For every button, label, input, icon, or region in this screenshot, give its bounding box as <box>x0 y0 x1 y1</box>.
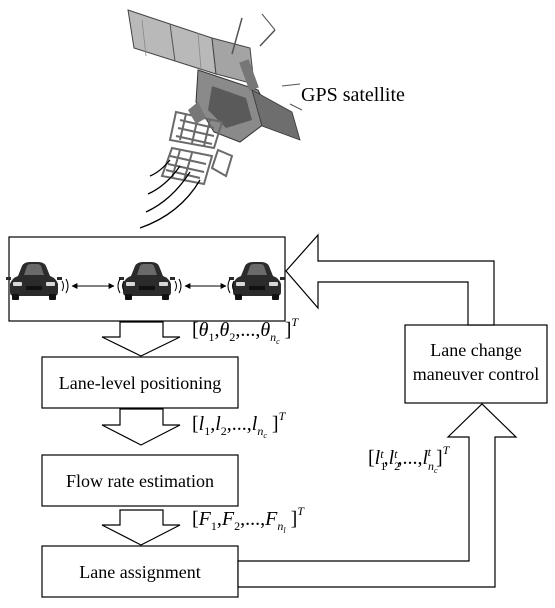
l-target-vector: [l1t,l2t,...,lnct ]T <box>368 443 451 475</box>
lane-level-positioning-label: Lane-level positioning <box>59 373 221 393</box>
l-vector: [l1,l2,...,lnc ]T <box>192 409 287 440</box>
lane-change-label-line2: maneuver control <box>413 364 539 384</box>
lane-change-control-box <box>404 324 548 404</box>
wireless-link-icon <box>61 278 235 294</box>
arrow-flow-to-assignment <box>101 509 181 546</box>
theta-vector: [θ1,θ2,...,θnc ]T <box>192 315 299 346</box>
lane-level-positioning-box <box>41 356 239 409</box>
F-vector: [F1,F2,...,Fnl ]T <box>192 504 305 535</box>
flow-rate-estimation-label: Flow rate estimation <box>66 471 214 491</box>
lane-assignment-label: Lane assignment <box>79 562 200 582</box>
lane-change-label-line1: Lane change <box>430 340 521 360</box>
arrow-positioning-to-flow <box>101 408 181 446</box>
lane-assignment-box <box>41 545 239 598</box>
flow-rate-estimation-box <box>41 454 239 507</box>
arrow-platoon-to-positioning <box>101 321 181 357</box>
satellite-icon <box>127 9 303 186</box>
signal-waves-icon <box>139 159 201 229</box>
arrow-assignment-to-control <box>237 403 518 588</box>
satellite-label: GPS satellite <box>301 84 405 106</box>
arrow-control-to-platoon <box>285 233 495 326</box>
